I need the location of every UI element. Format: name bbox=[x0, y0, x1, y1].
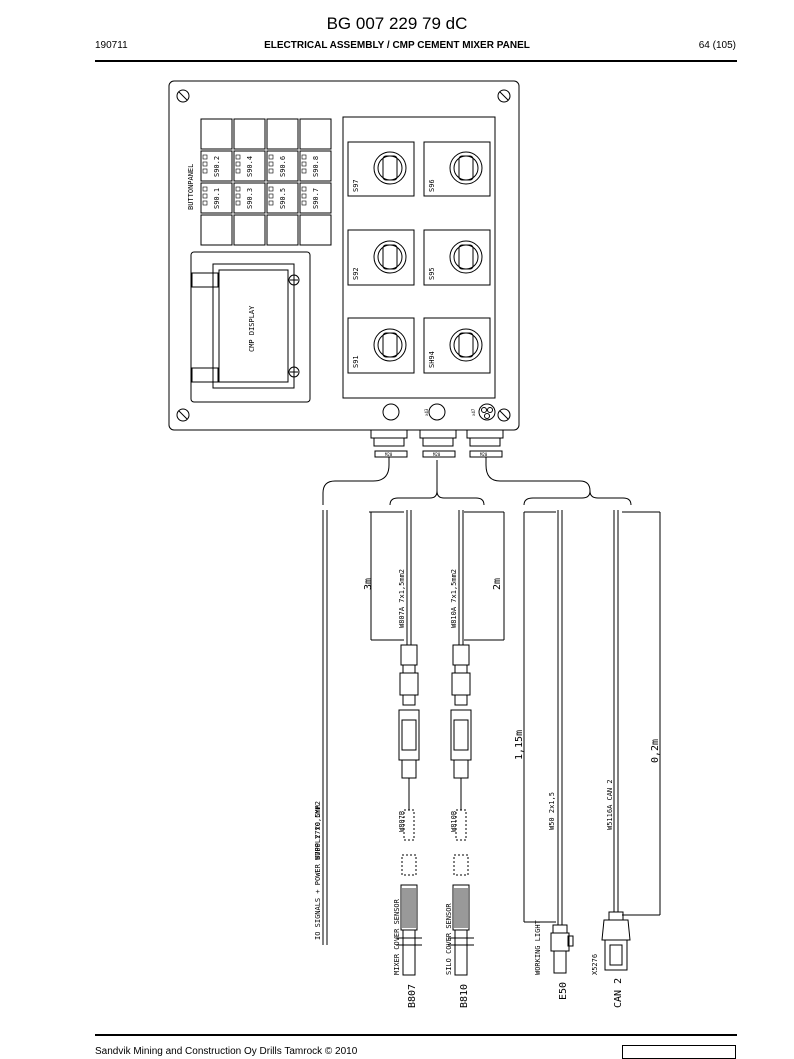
cable-routing bbox=[322, 457, 632, 506]
device-label-b807: B807 bbox=[407, 984, 418, 1008]
dimension-1-15m bbox=[523, 511, 556, 923]
connector-e50-icon bbox=[550, 924, 574, 974]
document-date: 190711 bbox=[95, 40, 128, 51]
connector-can2-icon bbox=[601, 911, 631, 971]
cable-w5116a bbox=[613, 510, 619, 912]
switch-label-sh94: SH94 bbox=[428, 351, 436, 368]
button-label-s90-2: S90.2 bbox=[213, 156, 221, 177]
dimension-label-3m: 3m bbox=[363, 578, 374, 590]
connector-b807-body bbox=[402, 888, 416, 928]
header-rule bbox=[95, 60, 737, 62]
mounting-screw-icon bbox=[176, 89, 511, 422]
selector-switch-panel bbox=[342, 116, 496, 399]
working-light-label: WORKING LIGHT bbox=[534, 919, 542, 975]
switch-label-s91: S91 bbox=[352, 355, 360, 368]
button-label-s90-1: S90.1 bbox=[213, 188, 221, 209]
sensor-label-silo: SILO COVER SENSOR bbox=[445, 903, 453, 975]
device-label-e50: E50 bbox=[558, 982, 569, 1000]
gland-label-m20: M20 bbox=[385, 452, 393, 457]
cable-w807a bbox=[406, 510, 412, 645]
rotary-switch-icon bbox=[373, 151, 483, 362]
connector-label-x5276: X5276 bbox=[591, 954, 599, 975]
cable-w700 bbox=[322, 510, 328, 945]
button-label-s90-6: S90.6 bbox=[279, 156, 287, 177]
dimension-3m bbox=[369, 511, 404, 641]
button-label-s90-4: S90.4 bbox=[246, 156, 254, 177]
cable-label-w807b: W807B bbox=[398, 811, 406, 832]
cmp-display bbox=[190, 251, 311, 403]
gland-label-m20: M20 bbox=[433, 452, 441, 457]
cable-label-w50: W50 2x1,5 bbox=[548, 792, 556, 830]
footer-copyright: Sandvik Mining and Construction Oy Drill… bbox=[95, 1046, 358, 1057]
cable-label-w5116a: W5116A CAN 2 bbox=[606, 779, 614, 830]
connector-b810-icon bbox=[448, 644, 474, 976]
cable-label-w810b: W810B bbox=[450, 811, 458, 832]
dimension-label-2m: 2m bbox=[492, 578, 503, 590]
button-panel bbox=[200, 118, 332, 246]
cable-w810a bbox=[458, 510, 464, 645]
button-label-s90-7: S90.7 bbox=[312, 188, 320, 209]
cable-label-w807a: W807A 7x1,5mm2 bbox=[398, 569, 406, 628]
port-plug-icon bbox=[382, 403, 496, 421]
button-label-s90-5: S90.5 bbox=[279, 188, 287, 209]
document-number: BG 007 229 79 dC bbox=[326, 14, 468, 33]
switch-label-s95: S95 bbox=[428, 267, 436, 280]
device-label-b810: B810 bbox=[459, 984, 470, 1008]
gland-label-m20: M20 bbox=[480, 452, 488, 457]
document-title: ELECTRICAL ASSEMBLY / CMP CEMENT MIXER P… bbox=[264, 40, 530, 51]
sensor-label-mixer: MIXER COVER SENSOR bbox=[393, 898, 401, 975]
cmp-display-label: CMP DISPLAY bbox=[248, 305, 256, 352]
button-label-s90-8: S90.8 bbox=[312, 156, 320, 177]
port-label-x47: x47 bbox=[471, 408, 476, 416]
switch-label-s92: S92 bbox=[352, 267, 360, 280]
cable-w50 bbox=[557, 510, 563, 925]
page-number: 64 (105) bbox=[698, 40, 736, 51]
switch-label-s96: S96 bbox=[428, 179, 436, 192]
port-label-x43: x43 bbox=[424, 408, 429, 416]
company-logo bbox=[622, 1045, 736, 1059]
connector-b810-body bbox=[454, 888, 468, 928]
cable-label-w810a: W810A 7x1,5mm2 bbox=[450, 569, 458, 628]
dimension-label-1-15m: 1,15m bbox=[514, 730, 525, 760]
connector-b807-icon bbox=[396, 644, 422, 976]
dimension-label-0-2m: 0,2m bbox=[650, 739, 661, 763]
supply-label: IO SIGNALS + POWER SUPPLY TO CMP bbox=[314, 805, 322, 940]
device-label-can2: CAN 2 bbox=[613, 978, 624, 1008]
switch-label-s97: S97 bbox=[352, 179, 360, 192]
cable-label-w700: W700 27x0,5mm2 bbox=[314, 801, 322, 860]
dimension-0-2m bbox=[622, 511, 661, 916]
cable-gland-icon bbox=[370, 429, 504, 458]
button-label-s90-3: S90.3 bbox=[246, 188, 254, 209]
buttonpanel-label: BUTTONPANEL bbox=[187, 164, 195, 210]
panel-enclosure bbox=[168, 80, 520, 431]
dimension-2m bbox=[464, 511, 505, 641]
footer-rule bbox=[95, 1034, 737, 1036]
